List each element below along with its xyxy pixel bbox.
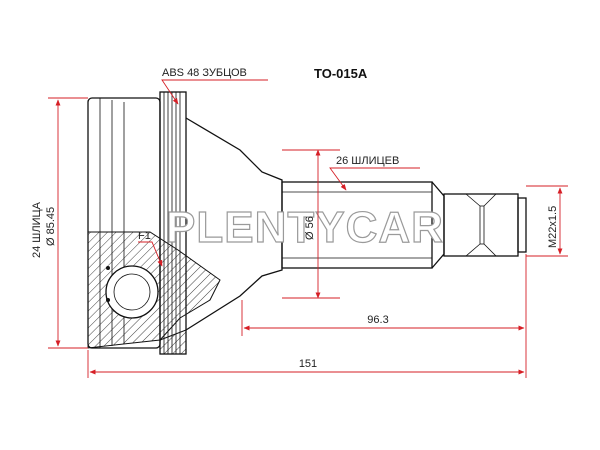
total-length-label: 151: [299, 358, 317, 370]
outer-spline-label: 24 ШЛИЦА: [31, 201, 43, 258]
abs-ring-teeth: [163, 92, 181, 354]
shaft-diameter-label: Ø 56: [304, 216, 316, 240]
shaft-length-label: 96.3: [367, 314, 388, 326]
part-number: TO-015A: [314, 66, 368, 81]
f1-label: F1: [138, 230, 151, 242]
thread-label: M22x1.5: [547, 206, 559, 248]
dimensions: [48, 79, 568, 378]
cv-joint-body: [87, 91, 527, 355]
abs-teeth-label: ABS 48 ЗУБЦОВ: [162, 67, 247, 79]
shaft-spline-label: 26 ШЛИЦЕВ: [336, 155, 399, 167]
outer-diameter-label: Ø 85.45: [45, 207, 57, 246]
watermark: PLENTYCAR: [166, 203, 444, 252]
